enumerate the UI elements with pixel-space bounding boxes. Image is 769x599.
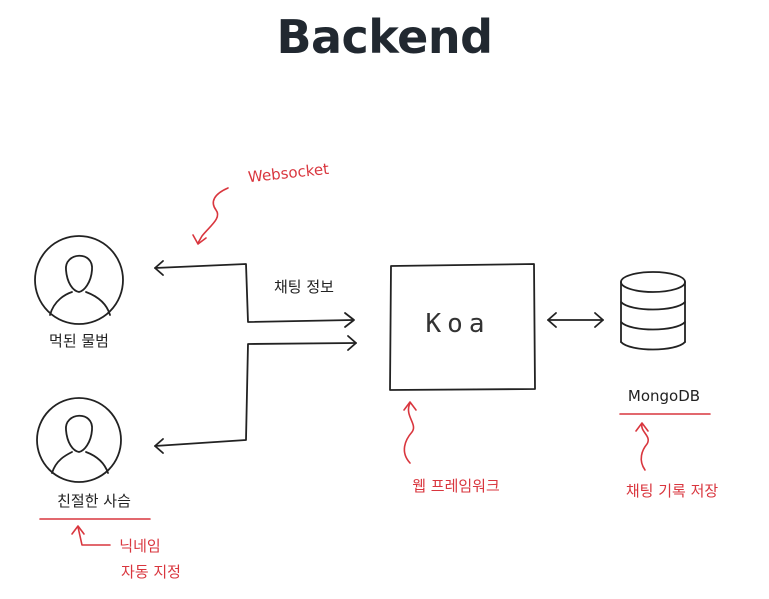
framework-note: 웹 프레임워크 — [412, 477, 500, 495]
websocket-note: Websocket — [247, 160, 330, 186]
chat-info-label: 채팅 정보 — [274, 278, 334, 296]
nickname-pointer-arrow — [71, 525, 111, 546]
database-label: MongoDB — [628, 387, 700, 405]
framework-pointer-arrow — [403, 401, 417, 464]
user-top-avatar-icon — [34, 235, 124, 325]
user-bottom-label: 친절한 사슴 — [57, 492, 131, 510]
user-top-label: 먹된 물범 — [49, 332, 109, 350]
koa-server-box — [389, 263, 536, 391]
koa-server-label: Koa — [426, 309, 491, 339]
nickname-note-line2: 자동 지정 — [121, 563, 181, 581]
page-title: Backend — [276, 10, 493, 64]
db-note: 채팅 기록 저장 — [626, 482, 719, 500]
nickname-note-line1: 닉네임 — [119, 537, 160, 555]
db-pointer-arrow — [635, 422, 649, 471]
bottom-user-connector — [154, 335, 357, 454]
koa-db-connector — [547, 312, 604, 328]
top-user-connector — [154, 260, 355, 328]
user-bottom-avatar-icon — [36, 397, 122, 483]
database-icon — [620, 271, 686, 351]
websocket-pointer-arrow — [192, 187, 229, 245]
